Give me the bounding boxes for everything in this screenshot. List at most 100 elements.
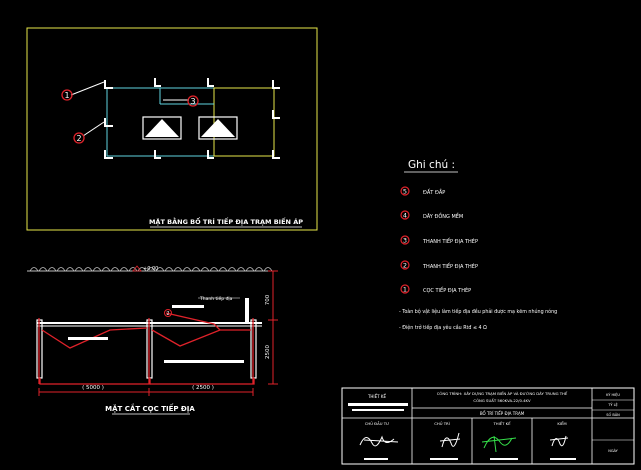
ground-hatch-arc: [218, 267, 228, 272]
ground-hatch-arc: [101, 267, 111, 272]
ground-hatch-arc: [65, 267, 75, 272]
ground-hatch-arc: [173, 267, 183, 272]
tb-label-left: THIẾT KẾ: [367, 393, 386, 399]
vertical-dimension: [268, 270, 278, 385]
title-block: THIẾT KẾ CHỦ ĐẦU TƯ CÔNG TRÌNH: XÂY DỰNG…: [341, 387, 635, 465]
bar-label-2: [164, 360, 244, 363]
note-remark-2: - Điện trở tiếp địa yêu cầu Rtđ ≤ 4 Ω: [399, 323, 487, 331]
svg-text:1: 1: [403, 286, 407, 294]
grounding-loop-right: [213, 87, 275, 157]
tb-company-bar-2: [352, 409, 404, 411]
sig-name-2: [430, 458, 458, 460]
svg-text:THANH TIẾP ĐỊA THÉP: THANH TIẾP ĐỊA THÉP: [422, 262, 478, 270]
plan-border: [26, 27, 318, 231]
tb-col1: CHỦ TRÌ: [434, 421, 450, 426]
ground-hatch-arc: [236, 267, 246, 272]
tb-subtitle: CÔNG SUẤT 560KVA-22/0.4KV: [473, 398, 531, 403]
sig-name-4: [550, 458, 576, 460]
notes-panel: Ghi chú : 5 ĐẤT ĐẮP 4 DÂY ĐỒNG MỀM 3 THA…: [399, 159, 557, 331]
ground-hatch-arc: [227, 267, 237, 272]
depth-label: 700: [265, 294, 271, 305]
tb-drawing: BỐ TRÍ TIẾP ĐỊA TRẠM: [480, 410, 525, 416]
level-marker: +0.00: [132, 265, 158, 272]
tb-project: CÔNG TRÌNH: XÂY DỰNG TRẠM BIẾN ÁP VÀ ĐƯỜ…: [437, 390, 568, 396]
svg-text:2: 2: [403, 262, 407, 270]
svg-text:2: 2: [76, 134, 81, 143]
tb-right1: KÝ HIỆU: [606, 392, 620, 397]
note-item-5: 5 ĐẤT ĐẮP: [400, 186, 445, 196]
svg-text:3: 3: [403, 237, 407, 245]
svg-text:2: 2: [166, 311, 169, 317]
ground-hatch-arc: [137, 267, 147, 272]
note-item-1: 1 CỌC TIẾP ĐỊA THÉP: [400, 284, 471, 294]
note-item-4: 4 DÂY ĐỒNG MỀM: [400, 210, 463, 220]
signature-4: [549, 435, 569, 447]
svg-text:ĐẤT ĐẮP: ĐẤT ĐẮP: [423, 188, 445, 196]
notes-heading: Ghi chú :: [408, 159, 455, 171]
note-item-2: 2 THANH TIẾP ĐỊA THÉP: [400, 260, 478, 270]
ground-hatch-arc: [200, 267, 210, 272]
span1-label: ( 5000 ): [82, 385, 104, 391]
ground-hatch-arc: [83, 267, 93, 272]
ground-hatch-arc: [182, 267, 192, 272]
note-remark-1: - Toàn bộ vật liệu làm tiếp địa đều phải…: [399, 307, 557, 315]
ground-hatch-arc: [29, 267, 39, 272]
ground-hatch-arc: [245, 267, 255, 272]
ground-hatch-arc: [128, 267, 138, 272]
sig-name-1: [364, 458, 388, 460]
ground-hatch-arc: [191, 267, 201, 272]
note-item-3: 3 THANH TIẾP ĐỊA THÉP: [400, 235, 478, 245]
ground-hatch-arc: [38, 267, 48, 272]
svg-text:DÂY ĐỒNG MỀM: DÂY ĐỒNG MỀM: [423, 211, 463, 220]
callout-3: 3: [163, 95, 199, 107]
bar-label-1: [68, 337, 108, 340]
height-label: 2500: [265, 345, 271, 359]
span2-label: ( 2500 ): [192, 385, 214, 391]
ground-rods: [104, 78, 280, 159]
transformer-symbol-1: [142, 116, 182, 140]
rod-label: Thanh tiếp địa: [199, 295, 233, 302]
ground-hatch-arc: [47, 267, 57, 272]
ground-hatch-arc: [155, 267, 165, 272]
callout-1: 1: [61, 81, 105, 101]
section-title: MẶT CẮT CỌC TIẾP ĐỊA: [105, 403, 195, 413]
svg-text:THANH TIẾP ĐỊA THÉP: THANH TIẾP ĐỊA THÉP: [422, 237, 478, 245]
tb-col2: THIẾT KẾ: [492, 420, 511, 426]
transformer-symbol-2: [198, 116, 238, 140]
bar-label-3: [172, 305, 204, 308]
ground-hatch-arc: [74, 267, 84, 272]
svg-text:3: 3: [190, 97, 195, 106]
plan-title: MẶT BẰNG BỐ TRÍ TIẾP ĐỊA TRẠM BIẾN ÁP: [149, 216, 303, 226]
horizontal-dimension: [38, 388, 254, 396]
tb-right2: TỶ LỆ: [607, 402, 618, 407]
svg-text:4: 4: [403, 212, 407, 220]
ground-hatch-arc: [146, 267, 156, 272]
section-callout-2: 2: [164, 309, 172, 317]
ground-hatch-arc: [56, 267, 66, 272]
ground-hatch-arc: [209, 267, 219, 272]
svg-text:+0.00: +0.00: [143, 266, 158, 272]
ground-hatch-arc: [92, 267, 102, 272]
plan-view: 1 2 3 MẶT BẰNG BỐ TRÍ TIẾP ĐỊA TRẠM BIẾN…: [26, 27, 318, 231]
tb-col3: KIỂM: [557, 421, 566, 426]
sig-name-3: [490, 458, 518, 460]
svg-text:1: 1: [64, 91, 69, 100]
ground-hatch-arc: [164, 267, 174, 272]
tb-right4: NGÀY: [608, 448, 618, 453]
ground-hatch: [29, 267, 273, 272]
signatures: [359, 432, 569, 453]
tb-company-bar: [348, 403, 408, 406]
section-view: +0.00 Thanh tiếp địa: [27, 265, 278, 415]
ground-hatch-arc: [254, 267, 264, 272]
ground-hatch-arc: [263, 267, 273, 272]
ground-hatch-arc: [119, 267, 129, 272]
signature-2: [439, 432, 461, 448]
signature-1: [359, 435, 399, 447]
title-block-frame: [341, 387, 635, 465]
signature-3: [481, 435, 517, 453]
callout-2: 2: [73, 121, 105, 144]
ground-hatch-arc: [110, 267, 120, 272]
